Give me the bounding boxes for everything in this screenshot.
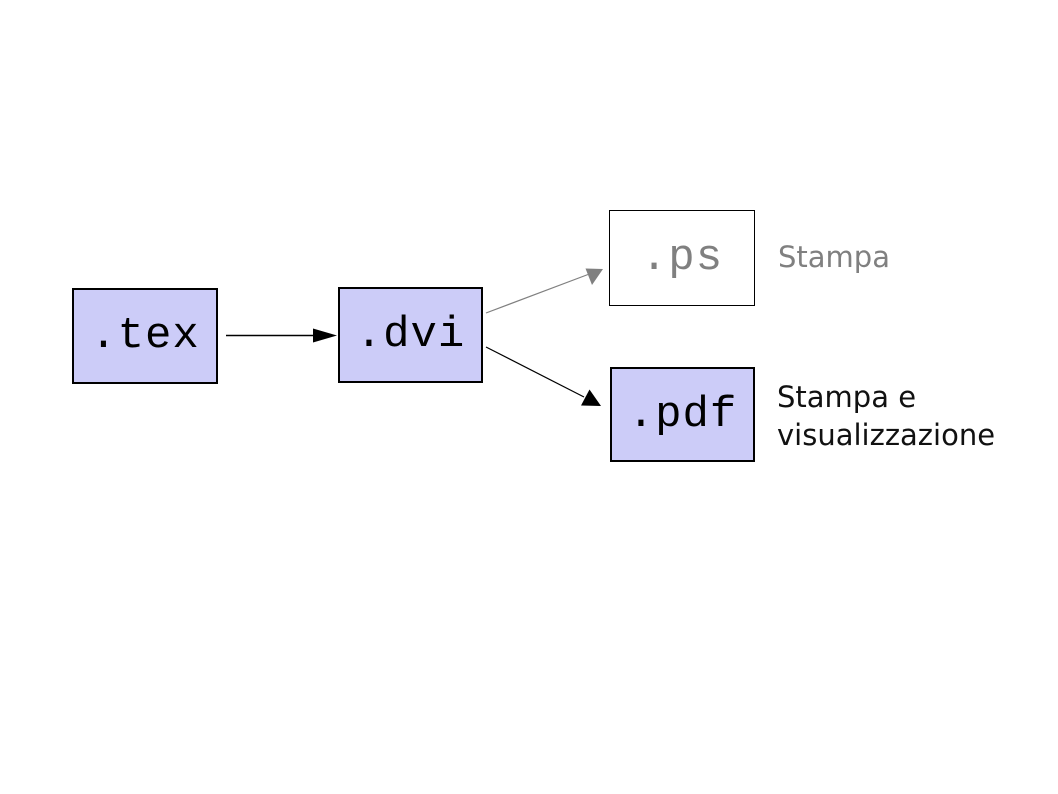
annotation-pdf-line2: visualizzazione	[777, 418, 996, 452]
arrow-dvi-to-pdf	[485, 346, 601, 406]
node-pdf-label: .pdf	[627, 389, 738, 440]
node-dvi: .dvi	[338, 287, 483, 383]
annotation-pdf-line1: Stampa e	[777, 380, 917, 414]
annotation-pdf: Stampa e visualizzazione	[777, 378, 995, 454]
node-pdf: .pdf	[610, 367, 755, 462]
arrow-tex-to-dvi	[226, 328, 337, 343]
annotation-ps-text: Stampa	[778, 240, 890, 274]
node-ps: .ps	[609, 210, 755, 306]
arrow-dvi-to-ps	[485, 268, 603, 314]
node-tex: .tex	[72, 288, 218, 384]
node-ps-label: .ps	[640, 233, 724, 283]
annotation-ps: Stampa	[778, 238, 890, 276]
node-dvi-label: .dvi	[355, 310, 466, 360]
node-tex-label: .tex	[90, 311, 200, 361]
